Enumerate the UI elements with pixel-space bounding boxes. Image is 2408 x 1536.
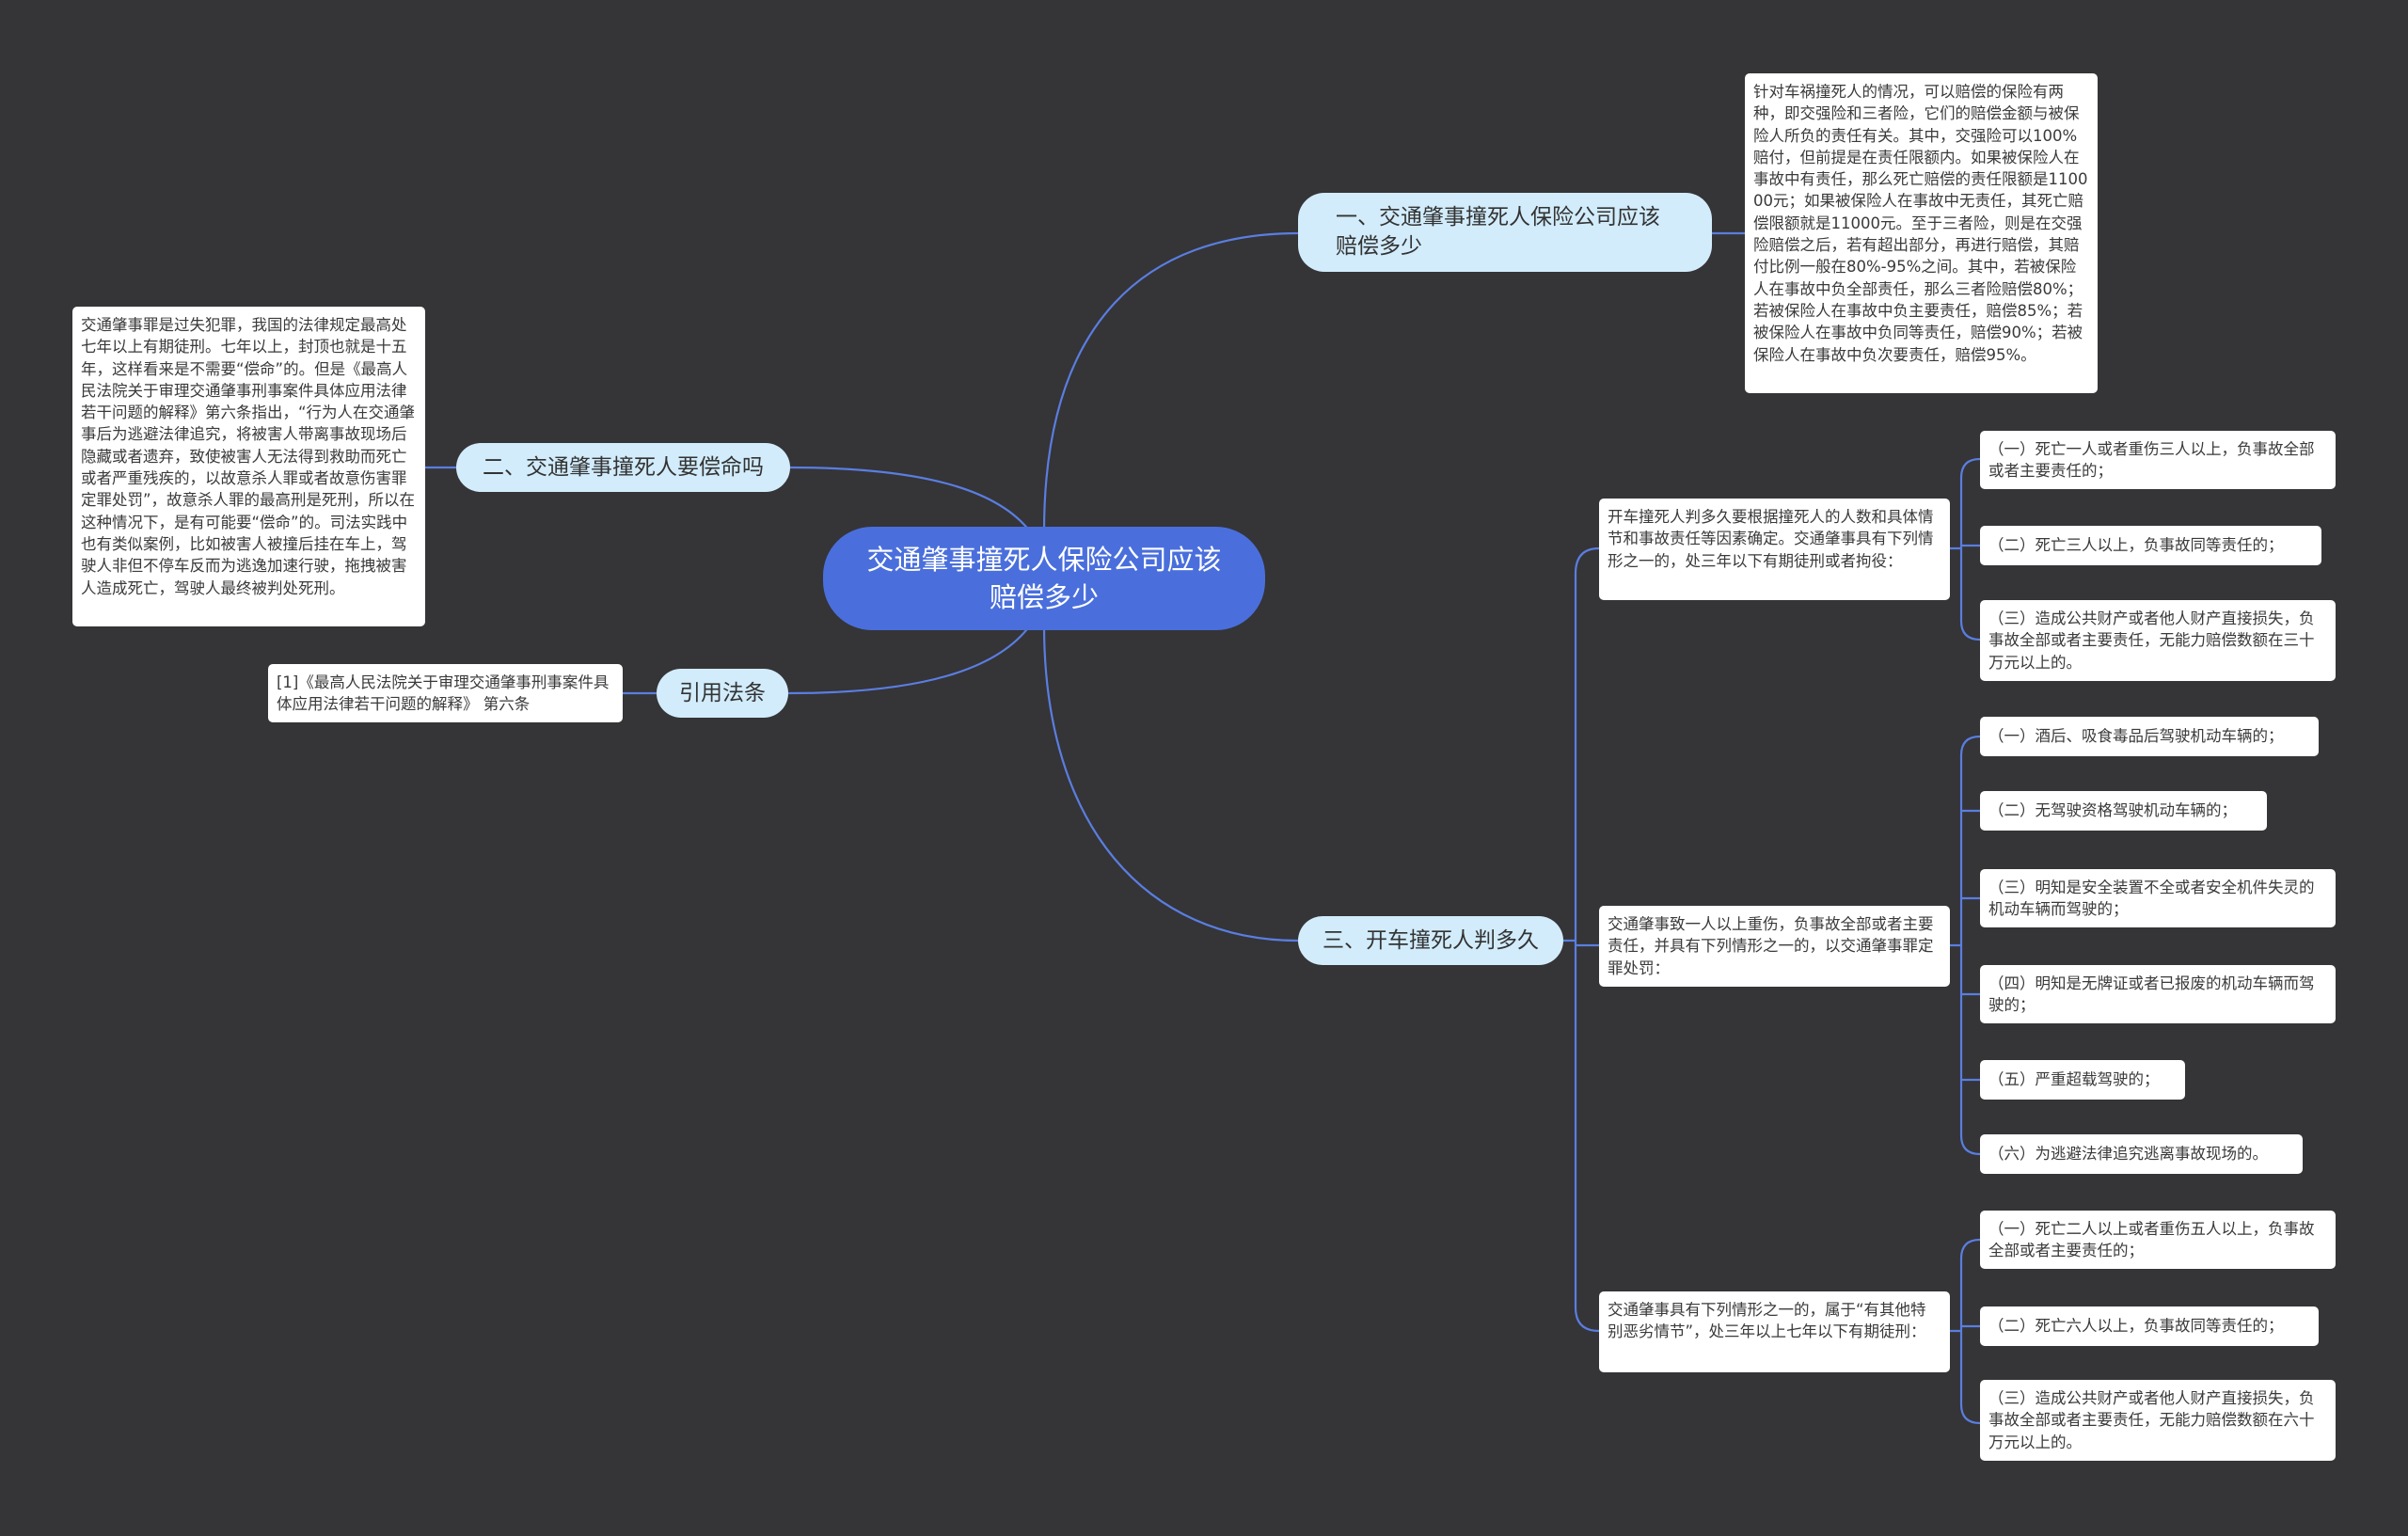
link-group1-bracket <box>1950 457 1981 641</box>
card-group2-item5: （五）严重超载驾驶的； <box>1980 1060 2185 1100</box>
card-life-for-life-detail: 交通肇事罪是过失犯罪，我国的法律规定最高处七年以上有期徒刑。七年以上，封顶也就是… <box>72 307 425 626</box>
card-group1-intro: 开车撞死人判多久要根据撞死人的人数和具体情节和事故责任等因素确定。交通肇事具有下… <box>1599 499 1950 600</box>
link-branch3-bracket <box>1563 546 1600 1333</box>
card-group3-item1: （一）死亡二人以上或者重伤五人以上，负事故全部或者主要责任的； <box>1980 1211 2336 1269</box>
card-group2-item3: （三）明知是安全装置不全或者安全机件失灵的机动车辆而驾驶的； <box>1980 869 2336 927</box>
card-group3-item2: （二）死亡六人以上，负事故同等责任的； <box>1980 1306 2319 1346</box>
card-group1-item3: （三）造成公共财产或者他人财产直接损失，负事故全部或者主要责任，无能力赔偿数额在… <box>1980 600 2336 681</box>
card-group3-intro: 交通肇事具有下列情形之一的，属于“有其他特别恶劣情节”，处三年以上七年以下有期徒… <box>1599 1291 1950 1372</box>
branch-insurance-compensation[interactable]: 一、交通肇事撞死人保险公司应该赔偿多少 <box>1298 193 1712 272</box>
card-group2-item6: （六）为逃避法律追究逃离事故现场的。 <box>1980 1134 2303 1174</box>
card-insurance-detail: 针对车祸撞死人的情况，可以赔偿的保险有两种，即交强险和三者险，它们的赔偿金额与被… <box>1745 73 2098 393</box>
branch-cited-law[interactable]: 引用法条 <box>657 669 788 718</box>
link-root-law <box>787 625 1031 695</box>
branch-sentence-length[interactable]: 三、开车撞死人判多久 <box>1298 916 1563 965</box>
link-root-branch3 <box>1042 625 1299 942</box>
root-topic[interactable]: 交通肇事撞死人保险公司应该赔偿多少 <box>823 527 1265 630</box>
link-group3-bracket <box>1950 1238 1981 1425</box>
link-group2-bracket <box>1950 735 1981 1156</box>
card-group1-item1: （一）死亡一人或者重伤三人以上，负事故全部或者主要责任的； <box>1980 431 2336 489</box>
card-group2-item1: （一）酒后、吸食毒品后驾驶机动车辆的； <box>1980 717 2319 756</box>
card-group2-item4: （四）明知是无牌证或者已报废的机动车辆而驾驶的； <box>1980 965 2336 1023</box>
link-root-branch2 <box>787 466 1031 532</box>
card-group2-intro: 交通肇事致一人以上重伤，负事故全部或者主要责任，并具有下列情形之一的，以交通肇事… <box>1599 906 1950 987</box>
card-cited-law-detail: [1]《最高人民法院关于审理交通肇事刑事案件具体应用法律若干问题的解释》 第六条 <box>268 664 623 722</box>
card-group3-item3: （三）造成公共财产或者他人财产直接损失，负事故全部或者主要责任，无能力赔偿数额在… <box>1980 1380 2336 1461</box>
link-root-branch1 <box>1042 231 1299 532</box>
card-group2-item2: （二）无驾驶资格驾驶机动车辆的； <box>1980 791 2267 831</box>
branch-life-for-life[interactable]: 二、交通肇事撞死人要偿命吗 <box>456 443 790 492</box>
card-group1-item2: （二）死亡三人以上，负事故同等责任的； <box>1980 526 2321 565</box>
